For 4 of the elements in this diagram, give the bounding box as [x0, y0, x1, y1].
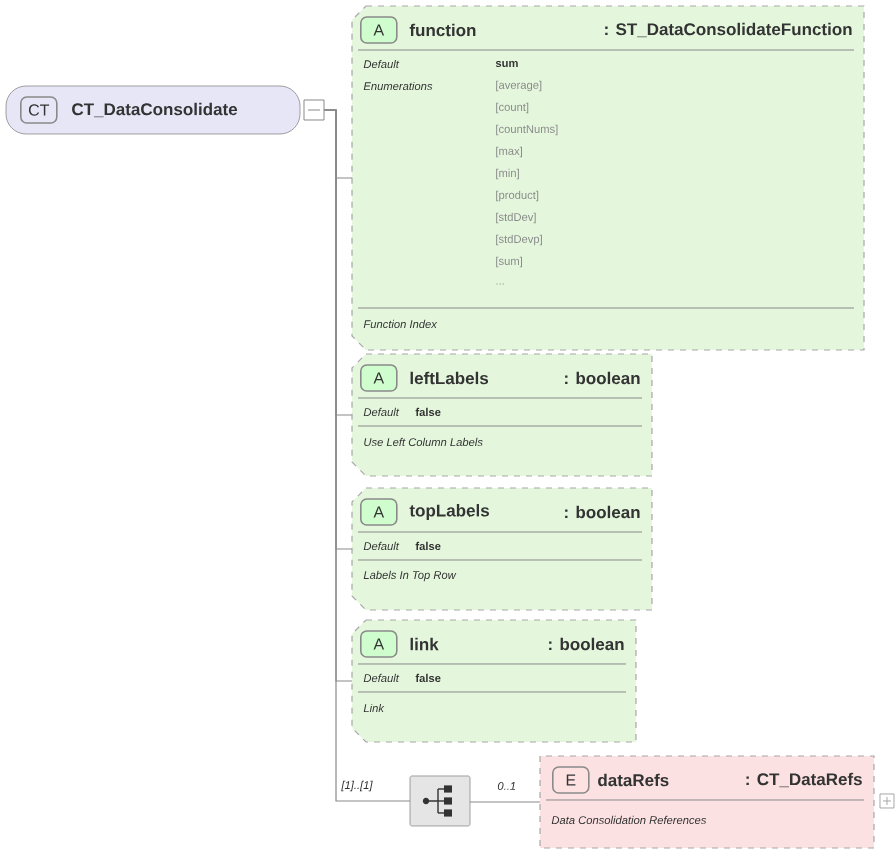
sequence-box: [409, 775, 471, 827]
connector-line: [469, 801, 541, 803]
type-box: CT CT_DataConsolidate: [5, 85, 325, 135]
connector-line: [323, 109, 411, 802]
